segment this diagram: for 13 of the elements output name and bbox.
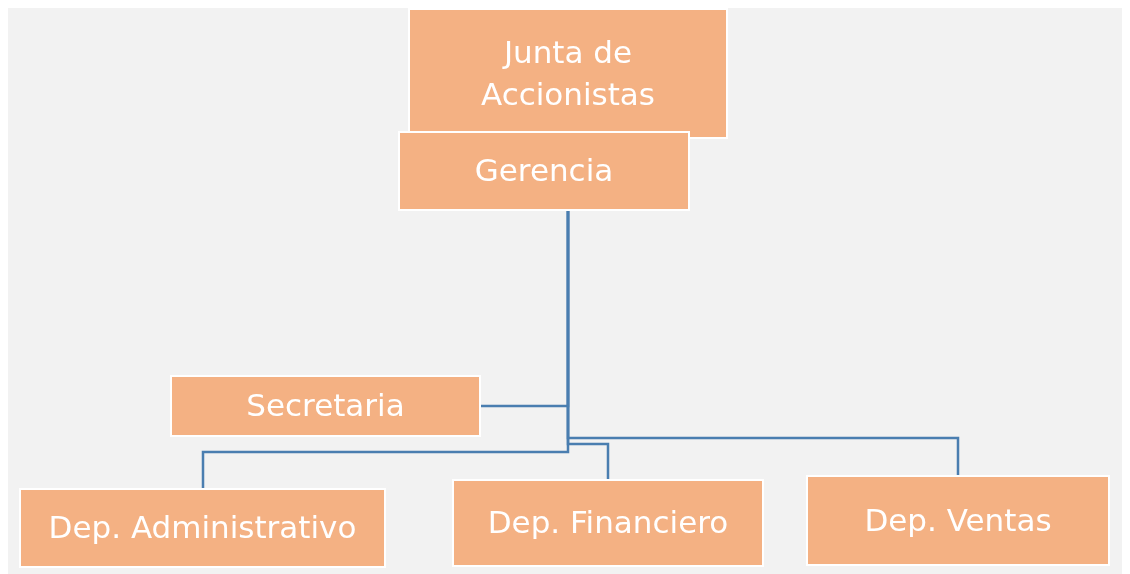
- box-label: Gerencia: [474, 151, 614, 191]
- org-box: [806, 475, 1110, 566]
- org-box: [408, 8, 728, 139]
- box-label: Secretaria: [246, 386, 405, 426]
- box-label: Dep. Ventas: [864, 500, 1052, 540]
- box-label: Dep. Financiero: [487, 503, 729, 543]
- org-box: [398, 131, 690, 211]
- connector-line: [566, 211, 960, 475]
- box-label: Junta de Accionistas: [479, 32, 656, 114]
- box-label: Dep. Administrativo: [48, 508, 357, 548]
- org-box: [19, 488, 386, 568]
- org-box: [452, 479, 764, 567]
- org-box: [170, 375, 481, 437]
